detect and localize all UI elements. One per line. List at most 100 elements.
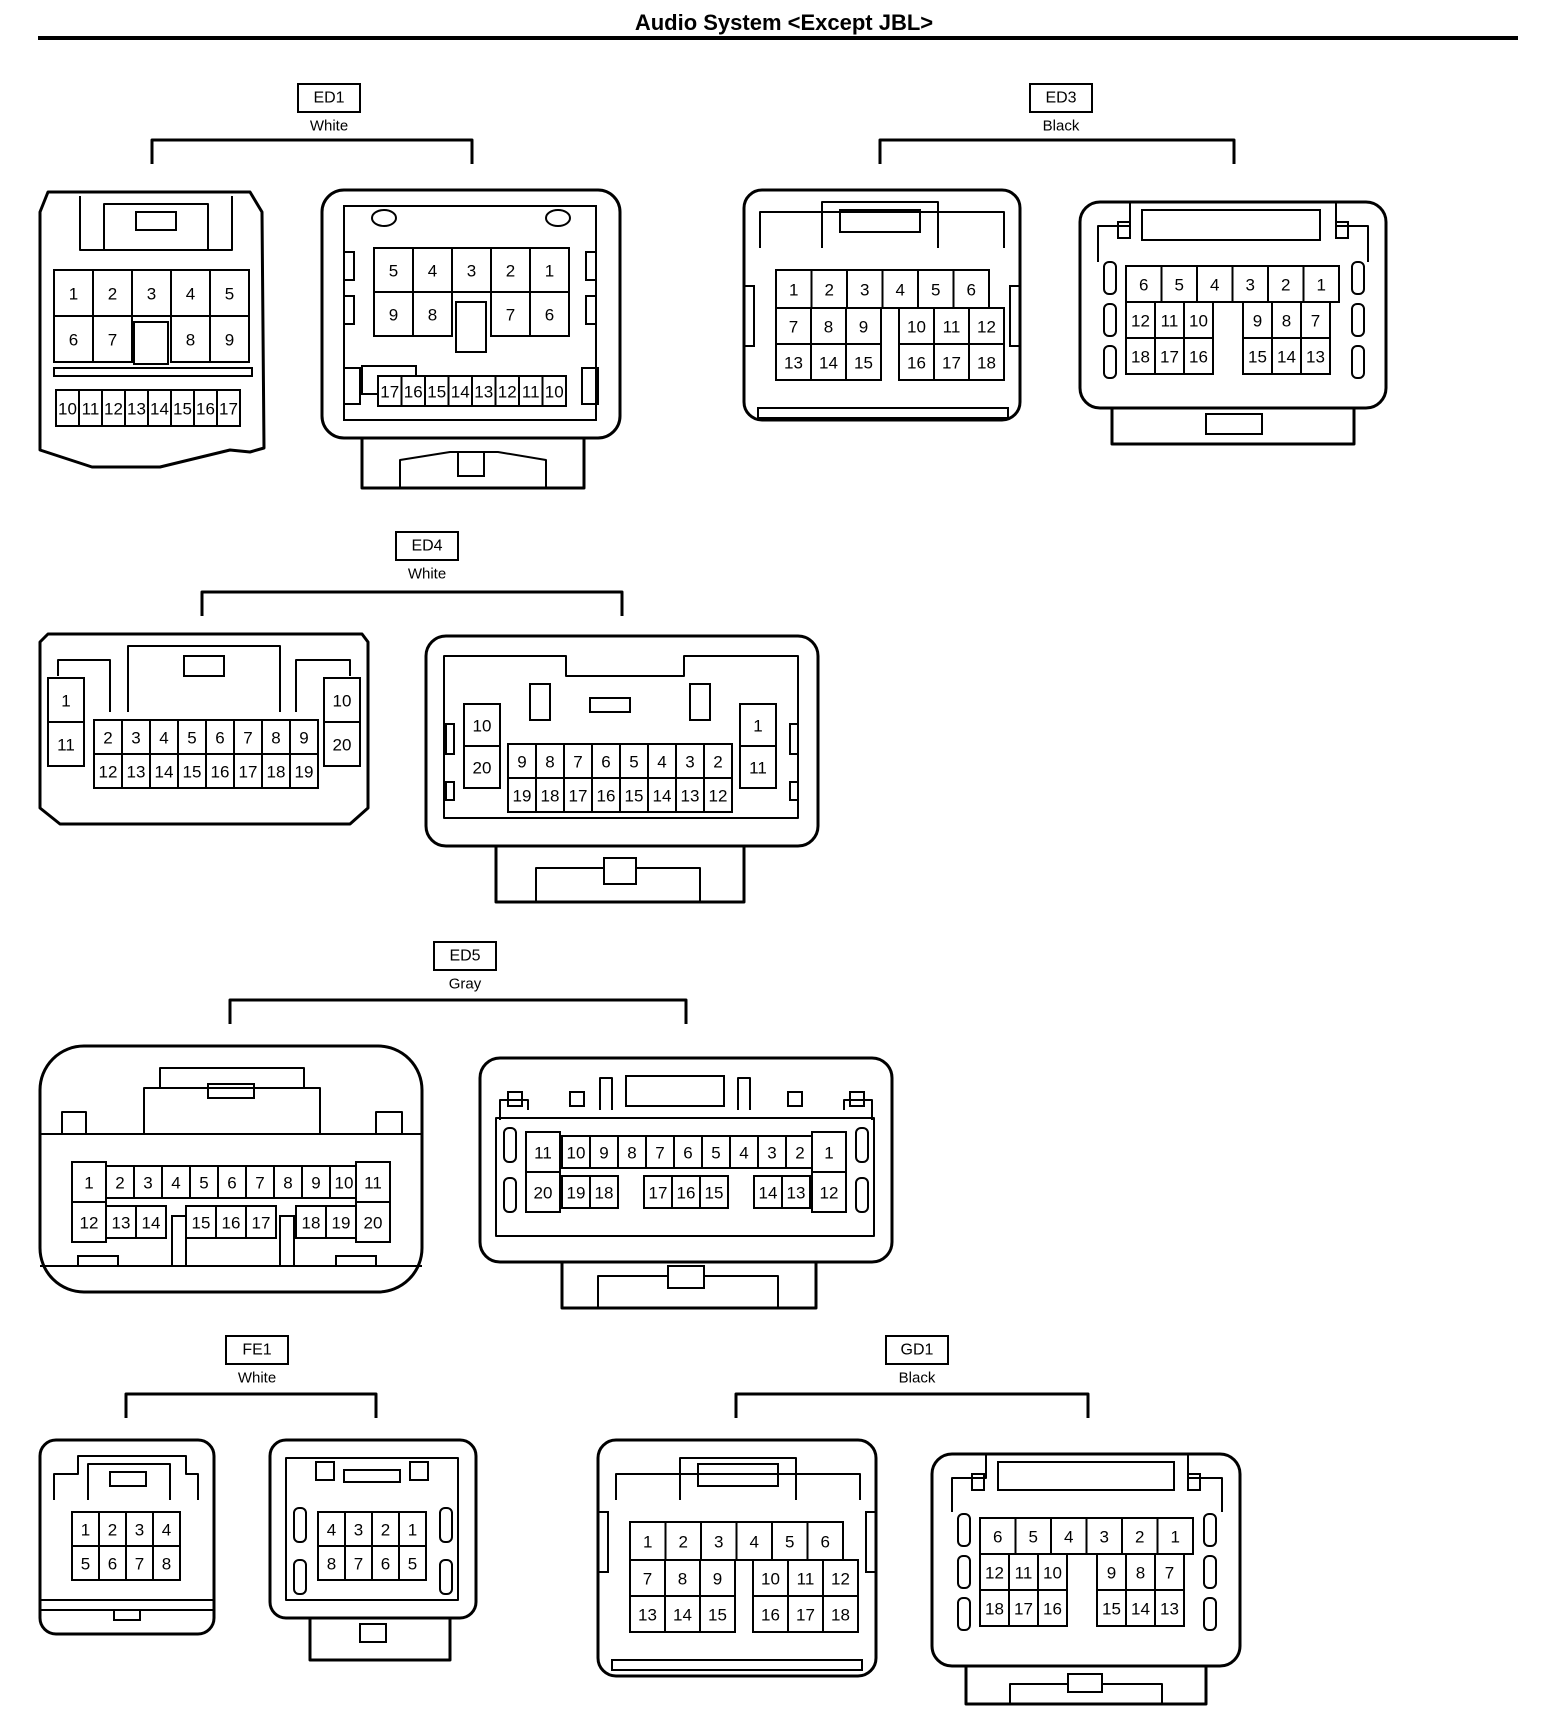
housing-outline [53, 367, 253, 377]
terminal-cell [703, 777, 733, 813]
terminal-number: 15 [427, 383, 446, 402]
terminal-number: 2 [1281, 276, 1290, 295]
terminal-number: 1 [1317, 276, 1326, 295]
housing-outline [855, 1177, 869, 1213]
housing-outline [359, 1623, 387, 1643]
terminal-cell [822, 1559, 859, 1597]
terminal-cell [673, 1135, 703, 1169]
terminal-number: 19 [332, 1214, 351, 1233]
terminal-number: 11 [943, 318, 961, 337]
terminal-number: 8 [627, 1144, 636, 1163]
terminal-number: 3 [354, 1521, 363, 1540]
terminal-cell [701, 1135, 731, 1169]
terminal-cell [47, 721, 85, 767]
housing-outline [1351, 261, 1365, 295]
terminal-number: 5 [81, 1555, 90, 1574]
terminal-cell [373, 247, 414, 293]
terminal-cell [629, 1559, 666, 1597]
terminal-number: 2 [103, 729, 112, 748]
terminal-cell [845, 307, 882, 345]
terminal-number: 6 [381, 1555, 390, 1574]
housing-outline [38, 190, 266, 469]
terminal-number: 6 [108, 1555, 117, 1574]
terminal-number: 8 [1136, 1564, 1145, 1583]
housing-outline [439, 1559, 453, 1595]
housing-outline [1203, 1513, 1217, 1547]
housing-outline [494, 846, 746, 904]
connector-code: FE1 [242, 1342, 271, 1359]
terminal-number: 6 [545, 306, 554, 325]
terminal-number: 12 [80, 1214, 99, 1233]
terminal-number: 7 [655, 1144, 664, 1163]
terminal-number: 2 [713, 753, 722, 772]
housing-outline [951, 1454, 987, 1512]
housing-outline [957, 1597, 971, 1631]
housing-outline [843, 1099, 873, 1120]
terminal-cell [47, 677, 85, 723]
terminal-number: 13 [638, 1606, 657, 1625]
terminal-cell [371, 1511, 400, 1547]
terminal-cell [619, 777, 649, 813]
terminal-cell [93, 753, 123, 789]
terminal-cell [629, 1521, 667, 1561]
terminal-cell [739, 745, 777, 789]
housing-outline [375, 1111, 403, 1134]
connector-code-box [1029, 83, 1093, 113]
terminal-number: 6 [993, 1528, 1002, 1547]
terminal-number: 9 [1107, 1564, 1116, 1583]
terminal-number: 7 [1165, 1564, 1174, 1583]
housing-outline [1187, 1454, 1223, 1512]
terminal-cell [93, 719, 123, 755]
terminal-cell [822, 1595, 859, 1633]
housing-outline [1205, 413, 1263, 435]
terminal-number: 18 [1131, 348, 1150, 367]
housing-outline [737, 1077, 751, 1110]
terminal-number: 12 [709, 787, 728, 806]
terminal-number: 15 [192, 1214, 211, 1233]
terminal-number: 15 [625, 787, 644, 806]
housing-outline [109, 1471, 147, 1487]
terminal-number: 8 [162, 1555, 171, 1574]
terminal-number: 9 [859, 318, 868, 337]
terminal-cell [71, 1161, 107, 1203]
housing-outline [171, 1215, 187, 1267]
terminal-number: 9 [517, 753, 526, 772]
terminal-cell [699, 1559, 736, 1597]
terminal-number: 1 [84, 1174, 93, 1193]
housing-outline [39, 1599, 215, 1611]
terminal-number: 11 [797, 1570, 815, 1589]
terminal-number: 10 [58, 400, 77, 419]
housing-outline [611, 1659, 863, 1671]
terminal-number: 11 [522, 383, 540, 402]
terminal-cell [529, 247, 570, 293]
housing-outline [599, 1077, 613, 1110]
terminal-number: 5 [785, 1533, 794, 1552]
terminal-cell [1096, 1589, 1127, 1627]
terminal-number: 8 [283, 1174, 292, 1193]
terminal-cell [529, 291, 570, 337]
housing-outline [1097, 202, 1131, 262]
housing-outline [1009, 285, 1021, 347]
terminal-cell [344, 1511, 373, 1547]
terminal-number: 8 [1282, 312, 1291, 331]
terminal-cell [775, 269, 813, 309]
terminal-number: 15 [1248, 348, 1267, 367]
terminal-number: 18 [595, 1184, 614, 1203]
housing-outline [495, 1117, 875, 1237]
terminal-cell [398, 1545, 427, 1581]
terminal-cell [881, 269, 919, 309]
housing-outline [279, 1215, 295, 1267]
terminal-number: 14 [1277, 348, 1296, 367]
terminal-number: 4 [159, 729, 168, 748]
housing-outline [1117, 221, 1131, 239]
terminal-number: 3 [135, 1521, 144, 1540]
terminal-cell [451, 247, 492, 293]
title-underline [38, 36, 1518, 40]
terminal-number: 5 [931, 281, 940, 300]
terminal-cell [787, 1595, 824, 1633]
connector-color: White [408, 566, 446, 583]
terminal-number: 16 [761, 1606, 780, 1625]
